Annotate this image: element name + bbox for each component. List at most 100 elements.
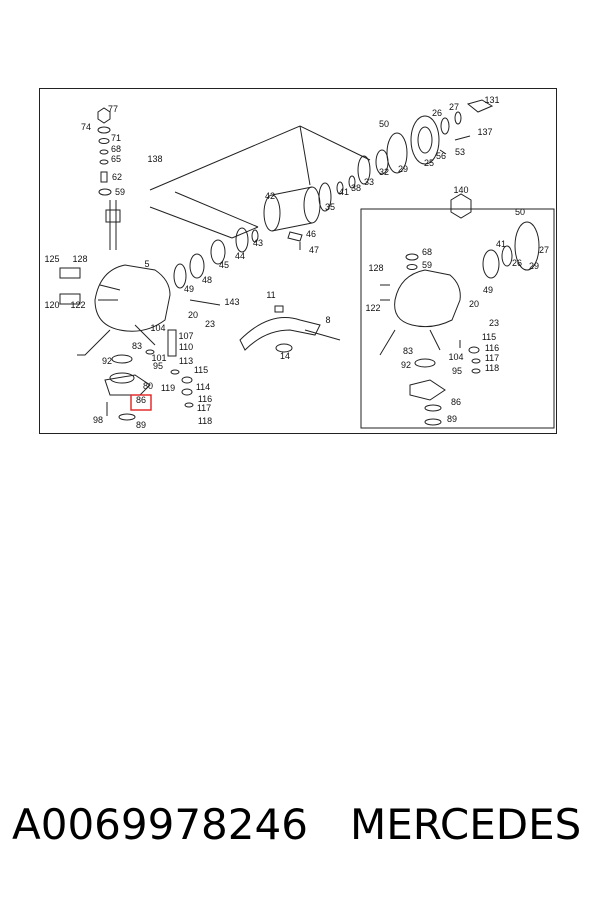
callout-62: 62: [112, 172, 122, 182]
callout-29: 29: [398, 164, 408, 174]
callout-113: 113: [179, 356, 193, 366]
callout-27: 27: [449, 102, 459, 112]
callout-59: 59: [115, 187, 125, 197]
callout-48: 48: [202, 275, 212, 285]
callout-14: 14: [280, 351, 290, 361]
leader-line: [149, 206, 233, 239]
callout-140: 140: [453, 185, 468, 195]
callout-74: 74: [81, 122, 91, 132]
callout-5: 5: [144, 259, 149, 269]
callout-71: 71: [111, 133, 121, 143]
callout-116b: 116: [485, 343, 499, 353]
callout-86: 86: [136, 395, 146, 405]
callout-49: 49: [184, 284, 194, 294]
callout-27b: 27: [539, 245, 549, 255]
callout-115: 115: [194, 365, 208, 375]
callout-110: 110: [179, 342, 193, 352]
callout-26: 26: [432, 108, 442, 118]
leader-line: [299, 125, 311, 186]
callout-89b: 89: [447, 414, 457, 424]
callout-47: 47: [309, 245, 319, 255]
callout-95: 95: [153, 361, 163, 371]
callout-35: 35: [325, 202, 335, 212]
callout-11: 11: [266, 290, 275, 300]
callout-89: 89: [136, 420, 146, 430]
callout-128b: 128: [368, 263, 383, 273]
brand-name: MERCEDES: [350, 800, 582, 849]
bearings-middle: [173, 227, 303, 289]
callout-65: 65: [111, 154, 121, 164]
callout-26b: 26: [512, 258, 522, 268]
callout-56: 56: [436, 151, 446, 161]
callout-107: 107: [178, 331, 193, 341]
callout-119: 119: [161, 383, 175, 393]
callout-95b: 95: [452, 366, 462, 376]
callout-83b: 83: [403, 346, 413, 356]
callout-137: 137: [477, 127, 492, 137]
callout-44: 44: [235, 251, 245, 261]
diagram-frame: [39, 88, 557, 434]
callout-42: 42: [265, 191, 275, 201]
callout-50: 50: [379, 119, 389, 129]
callout-115b: 115: [482, 332, 496, 342]
callout-128: 128: [72, 254, 87, 264]
callout-83: 83: [132, 341, 142, 351]
callout-104b: 104: [448, 352, 463, 362]
pitman-arm: [239, 305, 341, 353]
callout-117b: 117: [485, 353, 499, 363]
callout-43: 43: [253, 238, 263, 248]
flange-part: [410, 99, 494, 165]
highlight-box-86: [130, 394, 152, 411]
callout-122: 122: [70, 300, 85, 310]
callout-116: 116: [198, 394, 212, 404]
callout-33: 33: [364, 177, 374, 187]
leader-lines: [149, 125, 371, 191]
caption: A0069978246 MERCEDES: [0, 800, 600, 870]
callout-59b: 59: [422, 260, 432, 270]
callout-68b: 68: [422, 247, 432, 257]
callout-104: 104: [150, 323, 165, 333]
callout-120: 120: [44, 300, 59, 310]
callout-80: 80: [143, 381, 153, 391]
callout-38: 38: [351, 183, 361, 193]
steering-housing: [59, 264, 221, 421]
leader-line: [174, 191, 259, 228]
callout-86b: 86: [451, 397, 461, 407]
callout-41: 41: [339, 187, 349, 197]
callout-143: 143: [224, 297, 239, 307]
callout-29b: 29: [529, 261, 539, 271]
inset-box: [360, 208, 555, 429]
callout-114: 114: [196, 382, 210, 392]
callout-32: 32: [379, 167, 389, 177]
callout-122b: 122: [365, 303, 380, 313]
callout-118b: 118: [485, 363, 499, 373]
callout-68: 68: [111, 144, 121, 154]
callout-45: 45: [219, 260, 229, 270]
top-left-parts: [97, 107, 121, 250]
callout-101: 101: [151, 353, 166, 363]
callout-125: 125: [44, 254, 59, 264]
callout-41b: 41: [496, 239, 506, 249]
callout-92: 92: [102, 356, 112, 366]
callout-23: 23: [205, 319, 215, 329]
callout-50b: 50: [515, 207, 525, 217]
inset-parts: [379, 193, 540, 426]
callout-20b: 20: [469, 299, 479, 309]
callout-117: 117: [197, 403, 211, 413]
cylinder-part: [263, 132, 408, 232]
callout-77: 77: [108, 104, 118, 114]
callout-118: 118: [198, 416, 212, 426]
callout-138: 138: [147, 154, 162, 164]
callout-20: 20: [188, 310, 198, 320]
callout-8: 8: [325, 315, 330, 325]
callout-25: 25: [424, 158, 434, 168]
callout-131: 131: [484, 95, 499, 105]
callout-46: 46: [306, 229, 316, 239]
callout-98: 98: [93, 415, 103, 425]
callout-23b: 23: [489, 318, 499, 328]
callout-49b: 49: [483, 285, 493, 295]
part-number: A0069978246: [12, 800, 308, 849]
exploded-parts-diagram: 7774716865138625913127265013753563229253…: [44, 95, 555, 430]
callout-92b: 92: [401, 360, 411, 370]
